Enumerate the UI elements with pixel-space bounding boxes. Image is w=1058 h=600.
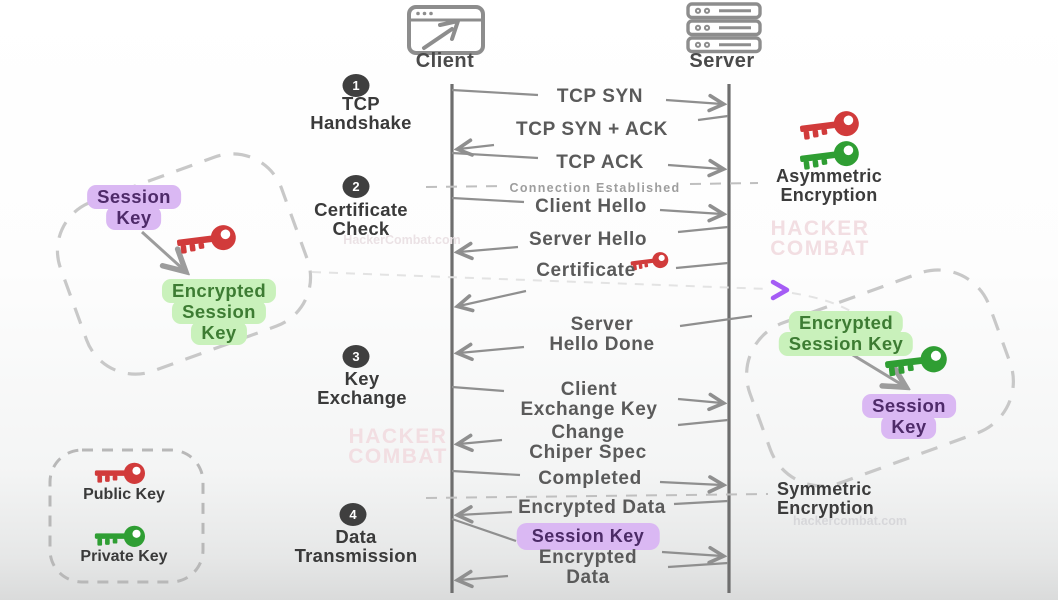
watermark-site: hackercombat.com [793, 514, 907, 528]
public-key-icon [175, 223, 238, 256]
step-4-number: 4 [339, 503, 367, 526]
legend-private-key-icon [94, 525, 145, 547]
legend-private-key-label: Private Key [80, 548, 168, 565]
message-label-connection-established: Connection Established [509, 181, 681, 195]
step-3-number: 3 [342, 345, 370, 368]
right-encrypted-session-key-badge: Encrypted Session Key [778, 311, 914, 356]
left-encrypted-session-key-badge: Encrypted Session Key [161, 279, 277, 345]
legend-public-key-label: Public Key [83, 486, 165, 503]
message-label-tcp-syn: TCP SYN [556, 86, 644, 107]
encrypt-arrow-left [140, 230, 184, 270]
message-label-client-hello: Client Hello [535, 196, 647, 217]
purple-chevron-icon [770, 279, 790, 301]
server-stack-icon [686, 2, 762, 54]
right-dashed-box [745, 268, 1015, 488]
asymmetric-public-key-icon [798, 109, 861, 142]
message-label-completed: Completed [538, 468, 642, 489]
message-label-server-hello: Server Hello [528, 229, 648, 250]
message-label-tcp-syn-ack: TCP SYN + ACK [516, 119, 668, 140]
cursor-arrow-icon [422, 27, 454, 50]
watermark-site: HackerCombat.com [343, 233, 461, 247]
step-2-number: 2 [342, 175, 370, 198]
lifelines [450, 84, 731, 593]
session-key-pill: Session Key [516, 523, 660, 550]
legend-public-key-icon [94, 462, 145, 484]
message-label-encrypted-data: Encrypted Data [518, 497, 666, 518]
step-1-number: 1 [342, 74, 370, 97]
client-browser-icon [407, 5, 485, 55]
actor-label-client: Client [415, 50, 475, 72]
decrypt-arrow-right [847, 350, 904, 386]
message-label-tcp-ack: TCP ACK [556, 152, 644, 173]
actor-label-server: Server [689, 50, 755, 72]
phase-dashed-lines [311, 182, 859, 499]
message-arrows [451, 88, 753, 580]
message-label-certificate: Certificate [536, 260, 636, 281]
left-dashed-box [55, 152, 313, 376]
legend-box [48, 448, 205, 584]
